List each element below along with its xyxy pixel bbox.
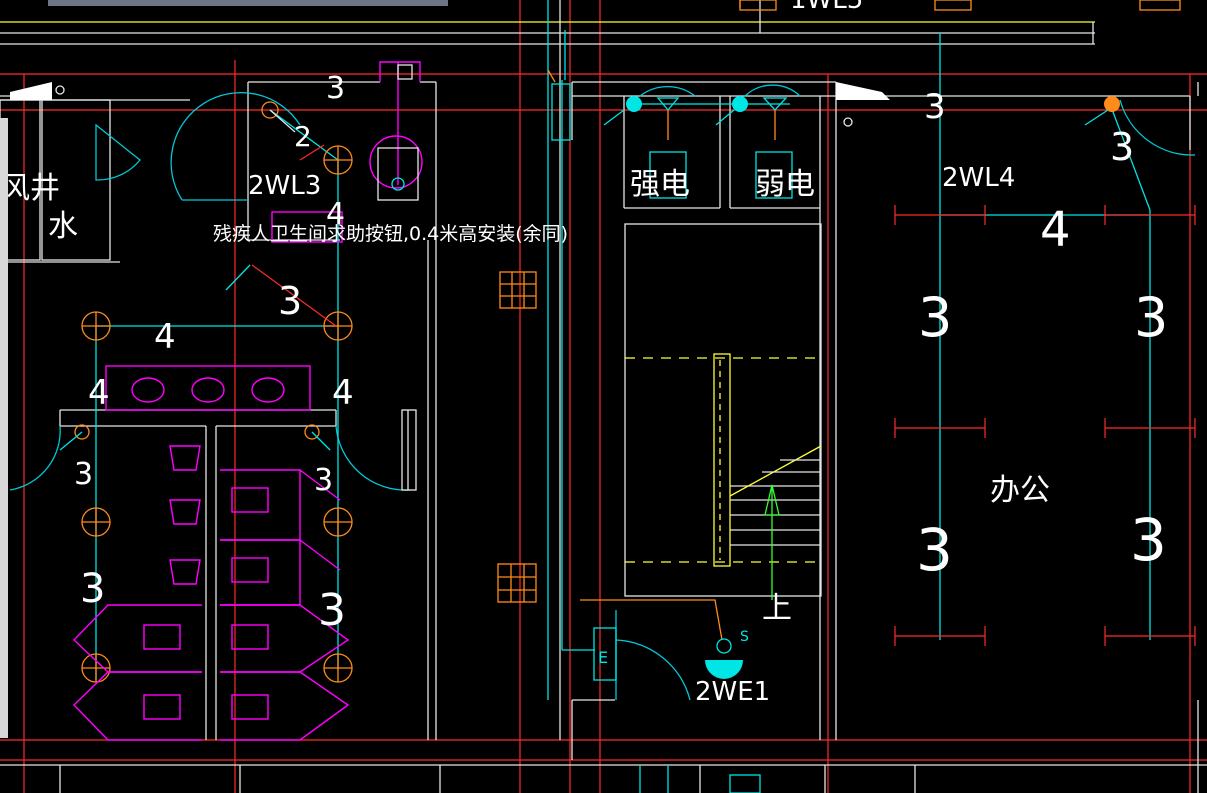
door-arcs (9, 84, 1196, 701)
hw-count: 4 (332, 373, 354, 413)
label-strong-power-room: 强电 (630, 167, 690, 202)
hw-count: 3 (918, 286, 952, 349)
hw-count: 3 (924, 87, 946, 127)
wiring (95, 0, 1151, 700)
label-2wl3: 2WL3 (248, 171, 321, 201)
label-top-circuit: 1WL5 (790, 0, 863, 15)
hw-count: 4 (1040, 202, 1071, 258)
label-stair-up: 上 (762, 591, 792, 626)
hw-count: 3 (278, 279, 302, 323)
top-scrollbar[interactable] (48, 0, 448, 6)
label-water: 水 (48, 209, 78, 244)
stair-arrow (764, 484, 780, 600)
hw-count: 2 (294, 120, 312, 153)
hw-count: 3 (74, 457, 93, 492)
handwritten-counts: 3 2 4 3 4 4 4 3 3 3 3 3 4 3 3 3 3 3 (74, 71, 1168, 636)
hw-count: 4 (88, 373, 110, 413)
label-partial-well: 风井 (0, 171, 60, 206)
hw-count: 4 (154, 317, 176, 357)
hw-count: 3 (318, 585, 346, 636)
label-2we1: 2WE1 (695, 677, 770, 707)
hw-count: 3 (326, 71, 345, 106)
hw-count: 3 (916, 516, 953, 584)
stairs (625, 353, 822, 567)
hw-count: 3 (1110, 125, 1134, 169)
label-2wl4: 2WL4 (942, 163, 1015, 193)
label-weak-power-room: 弱电 (755, 167, 815, 202)
hw-count: 3 (1134, 286, 1168, 349)
office-lamps (894, 205, 1196, 646)
hw-count: 3 (80, 566, 105, 612)
top-guide-lines (0, 0, 1181, 45)
hw-count: 3 (314, 463, 333, 498)
label-office: 办公 (990, 473, 1050, 508)
exit-sign-letter: E (598, 648, 608, 667)
note-emergency-button: 残疾人卫生间求助按钮,0.4米高安装(余同) (213, 223, 568, 245)
switch-leaders (59, 109, 1109, 451)
electrical-room-devices (551, 83, 793, 681)
emergency-light-letter: S (740, 629, 749, 645)
left-side-panel[interactable] (0, 118, 8, 738)
sanitary-fixtures (73, 61, 423, 741)
drain-symbols (10, 64, 890, 201)
hw-count: 4 (326, 197, 345, 232)
hw-count: 3 (1130, 506, 1167, 574)
lamp-symbols (74, 69, 1120, 683)
